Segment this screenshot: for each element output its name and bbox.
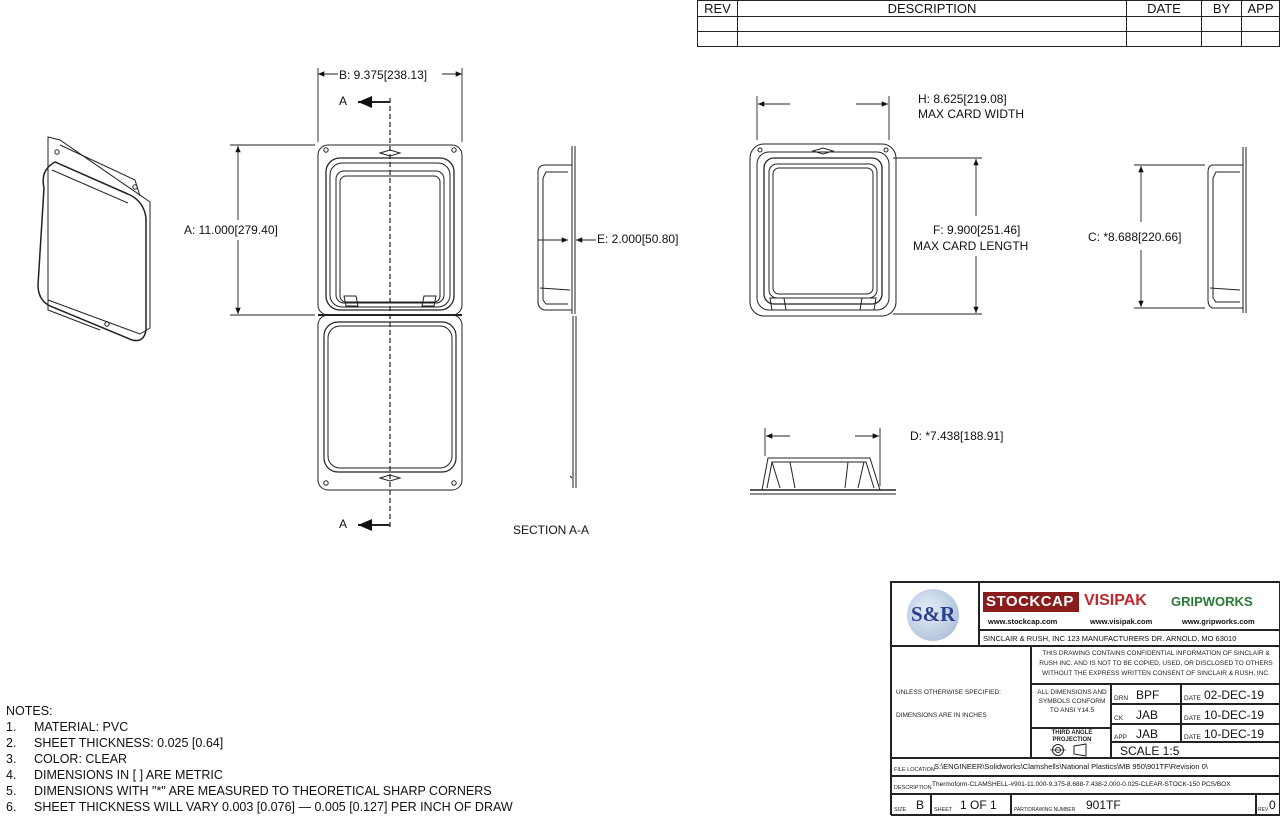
sheet: 1 OF 1: [960, 798, 997, 812]
section-label: SECTION A-A: [513, 523, 590, 537]
dim-e-label: E: 2.000[50.80]: [597, 232, 679, 246]
note-item: 2.SHEET THICKNESS: 0.025 [0.64]: [6, 736, 224, 750]
dim-a-label: A: 11.000[279.40]: [184, 223, 278, 237]
elevation-view: [750, 457, 896, 495]
company-address: SINCLAIR & RUSH, INC 123 MANUFACTURERS D…: [983, 634, 1237, 643]
notes-heading: NOTES:: [6, 704, 53, 718]
isometric-view: [37, 136, 151, 342]
sr-logo-text: S&R: [911, 602, 956, 626]
right-side-view: [1207, 147, 1247, 313]
title-block: S&R STOCKCAP VISIPAK GRIPWORKS www.stock…: [890, 581, 1280, 816]
unless-specified: UNLESS OTHERWISE SPECIFIED:: [896, 689, 1001, 696]
dim-c-label: C: *8.688[220.66]: [1088, 230, 1182, 244]
checked-date: 10-DEC-19: [1204, 708, 1265, 722]
drawn-date: 02-DEC-19: [1204, 688, 1265, 702]
part-number-cell: PART/DRAWING NUMBER 901TF: [1011, 794, 1256, 816]
globe-icon: [907, 589, 959, 641]
third-angle-projection-icon: [1050, 743, 1087, 757]
scale: SCALE 1:5: [1120, 744, 1180, 758]
size: B: [916, 798, 925, 812]
section-marker-top: A: [339, 94, 348, 108]
section-cut-line: [358, 96, 391, 531]
dim-f-label: F: 9.900[251.46]MAX CARD LENGTH: [913, 223, 1029, 253]
stockcap-logo: [983, 592, 1079, 612]
dimension-lines: [230, 68, 1205, 486]
sr-logo-cell: S&R: [891, 582, 979, 646]
file-location-cell: FILE LOCATION S:\ENGINEER\Solidworks\Cla…: [891, 758, 1280, 776]
file-location: S:\ENGINEER\Solidworks\Clamshells\Nation…: [934, 762, 1208, 771]
description-cell: DESCRIPTION Thermoform-CLAMSHELL-#901-11…: [891, 776, 1280, 794]
note-item: 1.MATERIAL: PVC: [6, 720, 129, 734]
part-description: Thermoform-CLAMSHELL-#901-11.000-9.375-8…: [932, 781, 1231, 788]
address-cell: SINCLAIR & RUSH, INC 123 MANUFACTURERS D…: [979, 630, 1280, 646]
third-angle-text: THIRD ANGLE PROJECTION: [1051, 730, 1093, 743]
approved-by: JAB: [1136, 727, 1159, 741]
note-item: 3.COLOR: CLEAR: [6, 752, 128, 766]
chk-date-cell: DATE 10-DEC-19: [1181, 704, 1280, 724]
app-cell: APP JAB: [1111, 724, 1181, 742]
dim-h-label: H: 8.625[219.08]MAX CARD WIDTH: [918, 92, 1024, 121]
approved-date: 10-DEC-19: [1204, 727, 1265, 741]
note-item: 4.DIMENSIONS IN [ ] ARE METRIC: [6, 768, 223, 782]
general-notes-cell: UNLESS OTHERWISE SPECIFIED: DIMENSIONS A…: [891, 646, 1031, 758]
drn-date-cell: DATE 02-DEC-19: [1181, 684, 1280, 704]
confidential-text: THIS DRAWING CONTAINS CONFIDENTIAL INFOR…: [1039, 650, 1273, 677]
checked-by: JAB: [1136, 708, 1159, 722]
rev-cell: REV 0: [1256, 794, 1280, 816]
revision: 0: [1269, 798, 1276, 812]
brands-cell: STOCKCAP VISIPAK GRIPWORKS www.stockcap.…: [979, 582, 1280, 630]
gripworks-logo: GRIPWORKS: [1171, 594, 1253, 609]
dim-b-label: B: 9.375[238.13]: [339, 68, 428, 82]
scale-cell: SCALE 1:5: [1111, 742, 1280, 758]
conform-cell: ALL DIMENSIONS AND SYMBOLS CONFORM TO AN…: [1031, 684, 1111, 728]
notes: NOTES: 1.MATERIAL: PVC 2.SHEET THICKNESS…: [6, 703, 513, 815]
section-marker-bottom: A: [339, 517, 348, 531]
drawn-by: BPF: [1136, 688, 1160, 702]
confidential-cell: THIS DRAWING CONTAINS CONFIDENTIAL INFOR…: [1031, 646, 1280, 684]
part-number: 901TF: [1086, 798, 1121, 812]
drn-cell: DRN BPF: [1111, 684, 1181, 704]
app-date-cell: DATE 10-DEC-19: [1181, 724, 1280, 742]
conform-text: ALL DIMENSIONS AND SYMBOLS CONFORM TO AN…: [1037, 689, 1107, 714]
visipak-url: www.visipak.com: [1090, 617, 1153, 626]
revision-table: REV DESCRIPTION DATE BY APP: [697, 0, 1280, 47]
stockcap-url: www.stockcap.com: [988, 617, 1058, 626]
note-item: 5.DIMENSIONS WITH "*" ARE MEASURED TO TH…: [6, 784, 492, 798]
sheet-cell: SHEET 1 OF 1: [931, 794, 1011, 816]
dims-in-inches: DIMENSIONS ARE IN INCHES: [896, 712, 987, 719]
section-view: [537, 146, 577, 488]
stockcap-text: STOCKCAP: [986, 593, 1074, 610]
visipak-logo: VISIPAK: [1084, 592, 1147, 609]
chk-cell: CK JAB: [1111, 704, 1181, 724]
app-header: APP: [1241, 0, 1280, 17]
size-cell: SIZE B: [891, 794, 931, 816]
projection-cell: THIRD ANGLE PROJECTION: [1031, 728, 1111, 758]
gripworks-url: www.gripworks.com: [1182, 617, 1255, 626]
dim-d-label: D: *7.438[188.91]: [910, 429, 1004, 443]
note-item: 6.SHEET THICKNESS WILL VARY 0.003 [0.076…: [6, 800, 513, 814]
top-view: [749, 143, 897, 317]
